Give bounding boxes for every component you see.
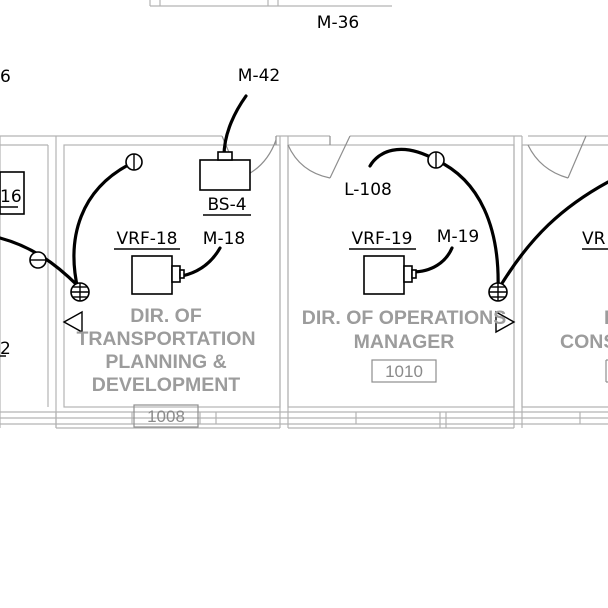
room-right-label: I CONS [560,307,608,353]
tag-vrf18: VRF-18 [117,229,178,249]
tag-m18: M-18 [203,229,245,249]
control-line-l108 [368,147,438,168]
room-1010-number-box [371,359,437,383]
room-1008-number-box [133,404,199,428]
doors [221,135,587,179]
room-1008-name-line-3: PLANNING & [105,351,226,373]
arrow-right-symbol [495,310,516,334]
top-structure [149,0,392,7]
tags: M-36 6 M-42 BS-4 16 2 VRF-18 M-18 L-108 … [0,13,608,359]
tag-left-box: 16 [0,187,22,207]
piping-1008-left [72,160,136,292]
room-1008-label: DIR. OF TRANSPORTATION PLANNING & DEVELO… [76,305,255,426]
room-right-name-line-1: I [604,307,608,329]
room-1010-name-line-1: DIR. OF OPERATIONS [302,307,506,329]
room-1010-name-line-2: MANAGER [354,331,455,353]
tag-m36: M-36 [317,13,359,33]
piping-right [496,180,608,292]
room-1008-number: 1008 [147,407,185,426]
room-right-name-line-2: CONS [560,331,608,353]
room-1010-label: DIR. OF OPERATIONS MANAGER 1010 [302,307,506,381]
piping-lines [0,94,608,292]
control-line-m19 [410,246,454,274]
tag-m42: M-42 [238,66,280,86]
control-line-m42 [222,94,248,158]
walls [0,135,608,429]
room-1008-name-line-2: TRANSPORTATION [76,328,255,350]
tag-vrf-right-cut: VR [582,229,606,249]
tag-l108: L-108 [344,180,392,200]
room-1010-number: 1010 [385,362,423,381]
room-1008-name-line-1: DIR. OF [130,305,202,327]
equipment [0,151,516,334]
tag-left-cut: 6 [0,67,11,87]
arrow-left-symbol [62,310,83,334]
vrf18-unit [131,255,173,295]
tag-m19: M-19 [437,227,479,247]
tag-left-bottom: 2 [0,339,11,359]
tag-vrf19: VRF-19 [352,229,413,249]
control-line-m18 [180,246,222,278]
branch-selector-bs4-box [199,159,251,191]
tag-bs4: BS-4 [207,195,246,215]
piping-1010 [434,158,500,292]
vrf19-unit [363,255,405,295]
room-1008-name-line-4: DEVELOPMENT [92,374,241,396]
